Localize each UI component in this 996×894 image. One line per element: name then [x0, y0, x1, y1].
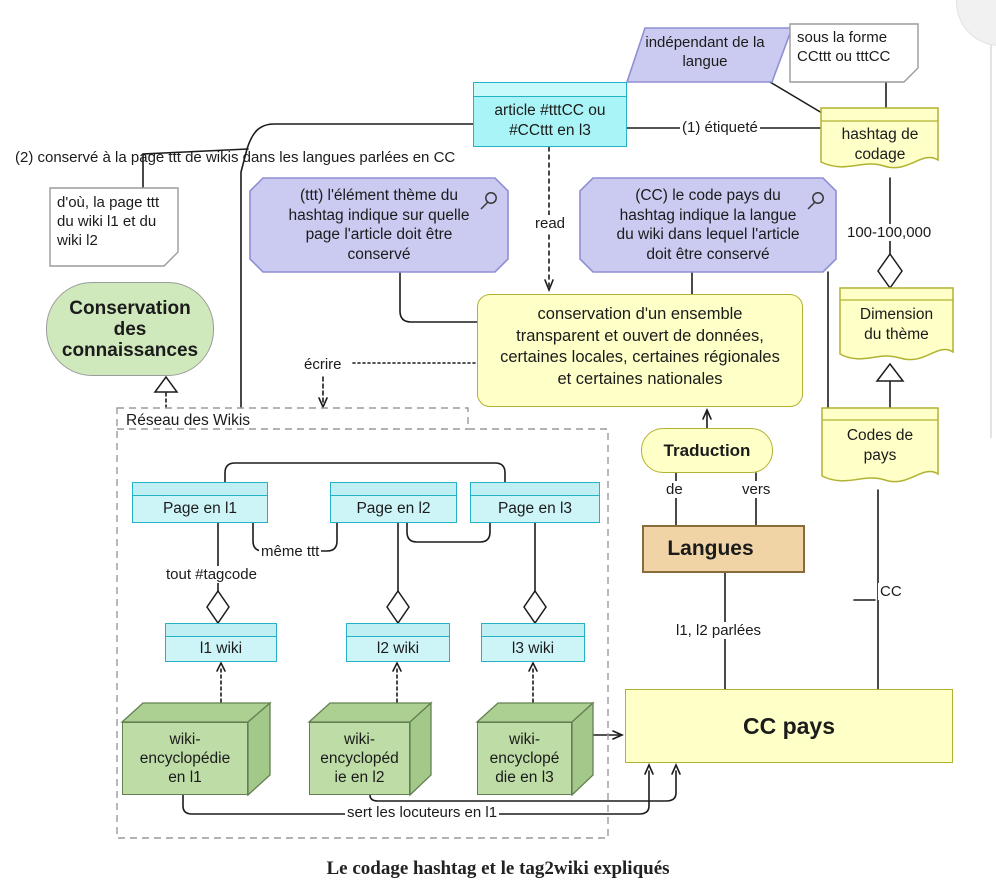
vers-label: vers: [740, 481, 773, 498]
page-l2-object: Page en l2: [330, 482, 457, 523]
conservation-service: conservation d'un ensemble transparent e…: [477, 294, 803, 407]
diagram-caption: Le codage hashtag et le tag2wiki expliqu…: [326, 858, 670, 879]
arrowhead-traduction: [702, 408, 712, 420]
magnifier-icon: [485, 192, 497, 204]
parlees-label: l1, l2 parlées: [674, 622, 764, 639]
cc-label: CC: [878, 583, 904, 600]
article-object: article #tttCC ou #CCttt en l3: [473, 82, 627, 147]
arrowhead-cube1-ccpays: [644, 763, 654, 775]
arrowhead-cube3-ccpays: [612, 730, 624, 740]
cc-note-shape: [579, 177, 837, 273]
multiplicity-label: 100-100,000: [845, 224, 934, 241]
langues-object: Langues: [642, 525, 805, 573]
connector-pages-arc: [224, 462, 506, 483]
cube1-side: [247, 701, 271, 797]
article-object-strip: [474, 83, 626, 97]
cube3-side: [571, 701, 594, 797]
connector-p2-p3: [406, 522, 491, 543]
connector-ttt-conservation: [399, 271, 478, 323]
connector-dou-note: [142, 148, 249, 189]
encyclopedia-l3-node: wiki- encyclopé die en l3: [477, 722, 572, 795]
cc-note: (CC) le code pays du hashtag indique la …: [616, 187, 800, 263]
cube2-side: [409, 701, 432, 797]
dimension-doc-label: Dimension du thème: [859, 306, 934, 343]
arrowhead-cube3: [528, 661, 538, 672]
diamond-wiki3: [523, 589, 547, 625]
encyclopedia-l2-node: wiki- encyclopéd ie en l2: [309, 722, 410, 795]
dimension-doc-shape: [839, 287, 954, 361]
arrowhead-cube2: [392, 661, 402, 672]
independent-parallelogram: [625, 27, 794, 83]
wiki-l1-object: l1 wiki: [165, 623, 277, 662]
read-label: read: [533, 215, 568, 232]
meme-ttt-label: même ttt: [259, 543, 322, 560]
independent-note: indépendant de la langue: [645, 34, 765, 70]
magnifier-icon-handle: [480, 201, 489, 210]
diamond-wiki1: [206, 589, 230, 625]
form-note: sous la forme CCttt ou tttCC: [797, 29, 891, 65]
codes-doc-label: Codes de pays: [846, 427, 914, 464]
sert-locuteurs-label: sert les locuteurs en l1: [345, 804, 500, 821]
diamond-dimension: [877, 252, 903, 290]
connector-cube2-ccpays: [369, 770, 677, 802]
page-l3-object: Page en l3: [470, 482, 600, 523]
conserve2-label: (2) conservé à la page ttt de wikis dans…: [15, 149, 456, 166]
cube1-top: [120, 702, 272, 723]
arrowhead-read: [544, 279, 554, 293]
arrowhead-cube1: [216, 661, 226, 672]
codes-doc-shape: [821, 407, 939, 483]
ttt-note-shape: [249, 177, 509, 273]
ttt-note: (ttt) l'élément thème du hashtag indique…: [288, 187, 470, 263]
wiki-l3-object: l3 wiki: [481, 623, 585, 662]
etiquete-label: (1) étiqueté: [680, 119, 760, 136]
diamond-wiki2: [386, 589, 410, 625]
form-note-shape: [789, 23, 919, 83]
wiki-l2-object: l2 wiki: [346, 623, 450, 662]
connector-independent-hashtag: [769, 81, 823, 114]
scrollbar-track[interactable]: [990, 44, 992, 438]
wiki-network-title: Réseau des Wikis: [126, 412, 251, 429]
page-l1-object: Page en l1: [132, 482, 268, 523]
dou-note: d'où, la page ttt du wiki l1 et du wiki …: [57, 194, 160, 249]
magnifier-icon: [812, 192, 824, 204]
hashtag-doc-shape: [820, 107, 939, 169]
ecrire-label: écrire: [304, 356, 342, 373]
triangle-goal: [153, 375, 179, 393]
hashtag-doc-label: hashtag de codage: [841, 126, 919, 163]
dou-note-shape: [49, 187, 179, 267]
wiki-network-border: [116, 407, 609, 839]
magnifier-icon-handle: [807, 201, 816, 210]
encyclopedia-l1-node: wiki- encyclopédie en l1: [122, 722, 248, 795]
traduction-service: Traduction: [641, 428, 773, 473]
tout-tagcode-label: tout #tagcode: [164, 566, 259, 583]
de-label: de: [664, 481, 685, 498]
cc-pays-actor: CC pays: [625, 689, 953, 763]
triangle-dimension: [875, 362, 905, 382]
arrowhead-cube2-ccpays: [671, 763, 681, 775]
conservation-goal: Conservation des connaissances: [46, 282, 214, 376]
arrowhead-ecrire: [318, 397, 328, 409]
